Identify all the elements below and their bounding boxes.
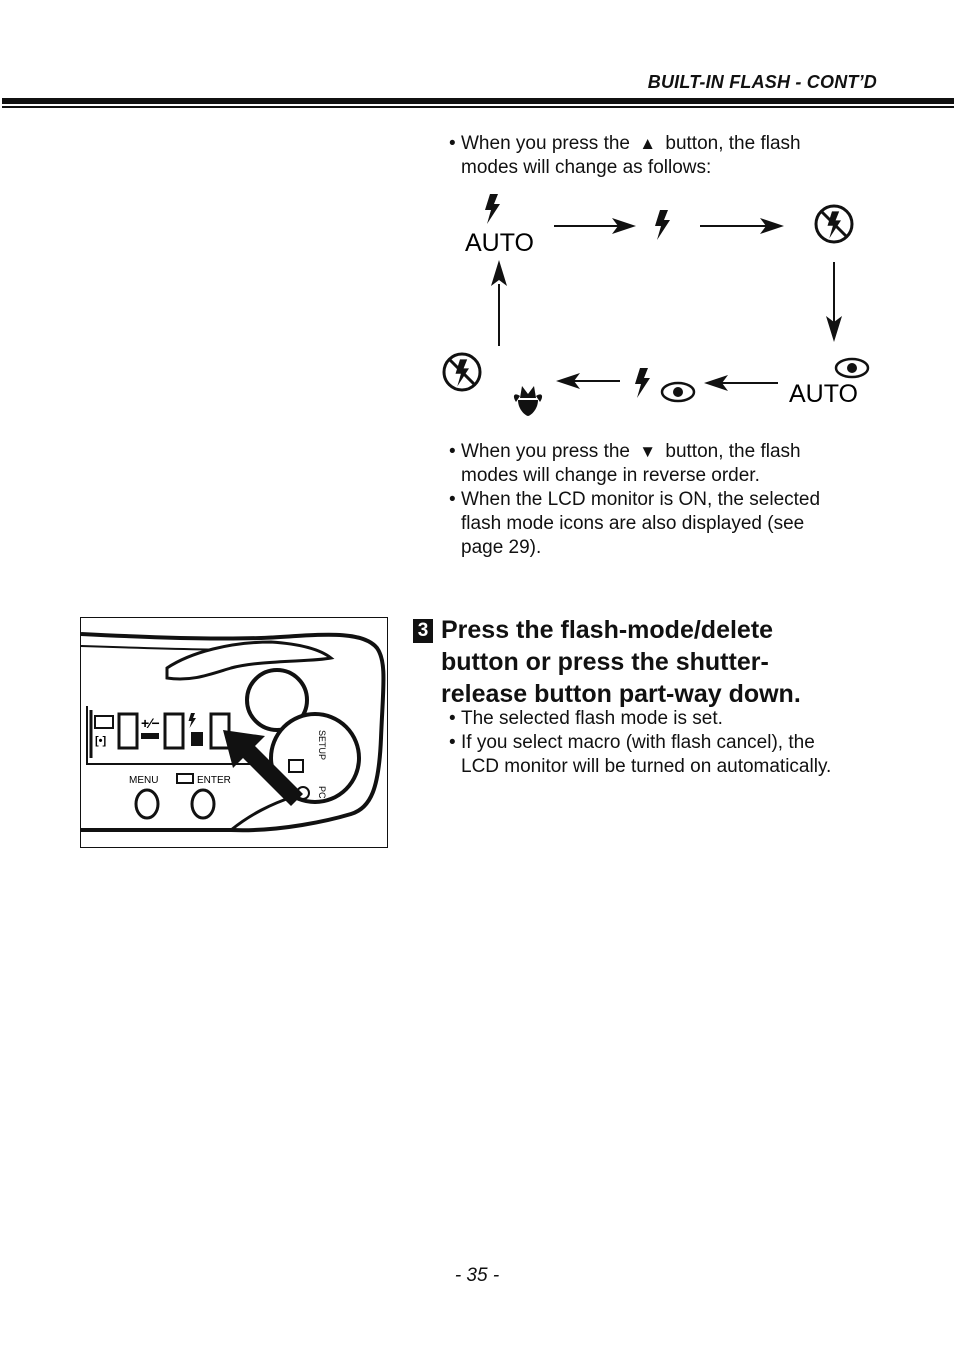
step-number-badge: 3	[413, 619, 433, 643]
fill-flash-icon	[655, 210, 670, 240]
pc-label: PC	[317, 786, 327, 799]
text-line-2: LCD monitor will be turned on automatica…	[461, 756, 832, 777]
text-after-arrow: button, the flash	[665, 441, 801, 462]
arrow-down-icon	[826, 262, 842, 342]
arrow-right-icon	[700, 218, 784, 234]
red-eye-auto-icon	[834, 357, 870, 379]
heading-line-2: button or press the shutter-	[441, 648, 769, 676]
svg-text:[•]: [•]	[95, 735, 107, 747]
enter-label: ENTER	[197, 775, 231, 786]
text-before-arrow: When you press the	[461, 441, 630, 462]
flash-mode-cycle-diagram: AUTO AUTO	[442, 194, 870, 416]
header-rule-thin	[2, 106, 954, 108]
macro-icon	[513, 386, 543, 416]
list-item: • When you press the ▲ button, the flash…	[449, 132, 869, 180]
list-item: • If you select macro (with flash cancel…	[449, 731, 889, 779]
flash-cancel-icon	[814, 204, 854, 244]
auto-label-1: AUTO	[465, 229, 534, 257]
list-item: • When the LCD monitor is ON, the select…	[449, 488, 879, 560]
camera-back-drawing: [•] +⁄− MENU ENTER SETUP PC	[81, 632, 386, 833]
flash-auto-icon	[485, 194, 500, 224]
heading-line-1: 3 Press the flash-mode/delete	[413, 614, 893, 646]
intro-up-paragraph: • When you press the ▲ button, the flash…	[449, 132, 869, 180]
bullet-glyph: •	[449, 133, 456, 154]
up-arrow-icon: ▲	[639, 134, 657, 153]
text-line-2: modes will change in reverse order.	[461, 465, 760, 486]
list-item: • When you press the ▼ button, the flash…	[449, 440, 879, 488]
heading-line-3: release button part-way down.	[441, 680, 801, 708]
pointer-arrow-icon	[223, 730, 303, 806]
setup-label: SETUP	[317, 730, 327, 760]
bullet-glyph: •	[449, 708, 456, 729]
enter-button	[190, 788, 216, 820]
menu-label: MENU	[129, 775, 158, 786]
arrow-left-icon	[704, 375, 778, 391]
step-3-heading: 3 Press the flash-mode/delete button or p…	[413, 614, 893, 710]
heading-text-1: Press the flash-mode/delete	[441, 616, 774, 644]
bullet-glyph: •	[449, 732, 456, 753]
svg-text:+⁄−: +⁄−	[141, 715, 160, 731]
text-before-arrow: When you press the	[461, 133, 630, 154]
text-line-1: The selected flash mode is set.	[461, 708, 723, 729]
mode-dial	[269, 712, 361, 804]
arrow-up-icon	[491, 260, 507, 346]
step-3-bullets: • The selected flash mode is set. • If y…	[449, 707, 889, 779]
arrow-left-icon	[556, 373, 620, 389]
header-rule-thick	[2, 98, 954, 104]
menu-button	[134, 788, 160, 820]
running-header: BUILT-IN FLASH - CONT’D	[647, 72, 877, 92]
page-number: - 35 -	[454, 1265, 500, 1286]
text-line-2: flash mode icons are also displayed (see	[461, 513, 805, 534]
text-line-3: page 29).	[461, 537, 542, 558]
mode-buttons: [•] +⁄−	[94, 712, 231, 750]
flash-cancel-icon	[442, 352, 482, 392]
arrow-right-icon	[554, 218, 636, 234]
text-after-arrow: button, the flash	[665, 133, 801, 154]
down-arrow-icon: ▼	[639, 442, 657, 461]
camera-illustration: [•] +⁄− MENU ENTER SETUP PC	[80, 617, 388, 848]
bullet-glyph: •	[449, 489, 456, 510]
list-item: • The selected flash mode is set.	[449, 707, 889, 731]
text-line-2: modes will change as follows:	[461, 157, 712, 178]
red-eye-fill-icon	[635, 368, 696, 403]
auto-label-2: AUTO	[789, 380, 858, 408]
reverse-order-list: • When you press the ▼ button, the flash…	[449, 440, 879, 560]
text-line-1: If you select macro (with flash cancel),…	[461, 732, 815, 753]
text-line-1: When the LCD monitor is ON, the selected	[461, 489, 821, 510]
bullet-glyph: •	[449, 441, 456, 462]
